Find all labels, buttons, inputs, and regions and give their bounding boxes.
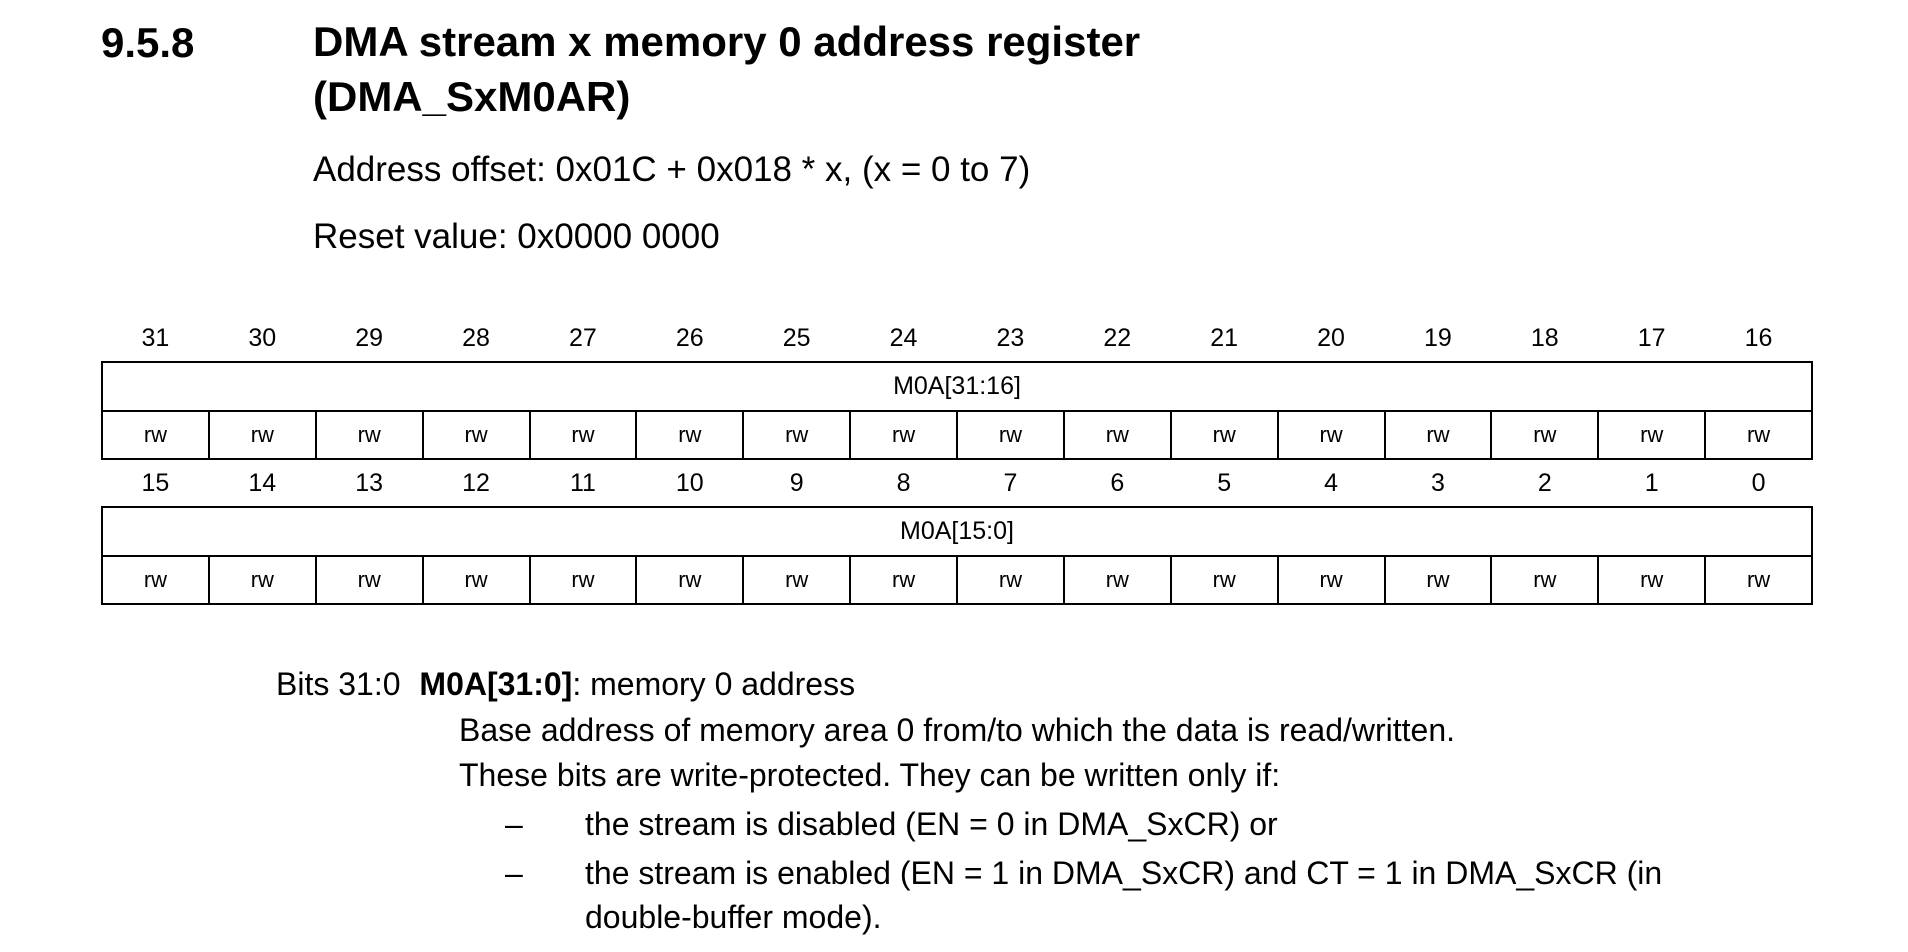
access-cell: rw <box>207 555 317 605</box>
bit-number: 3 <box>1430 469 1445 497</box>
bit-number-row-upper: 31 30 29 28 27 26 25 24 23 22 21 20 19 18 17 16 <box>102 315 1812 362</box>
bit-number: 31 <box>141 323 170 352</box>
bit-number: 11 <box>569 469 596 497</box>
access-cell: rw <box>849 410 958 460</box>
description-line-2: These bits are write-protected. They can… <box>459 757 1281 793</box>
address-offset: Address offset: 0x01C + 0x018 * x, (x = … <box>313 150 1031 189</box>
section-title-line-1: DMA stream x memory 0 address register <box>313 18 1141 65</box>
bit-number: 27 <box>569 323 597 352</box>
bullet-text-1: the stream is disabled (EN = 0 in DMA_Sx… <box>585 806 1278 842</box>
access-cell: rw <box>956 555 1065 605</box>
bit-number: 23 <box>996 323 1025 352</box>
bit-number: 10 <box>675 469 704 497</box>
field-cell-m0a-15-0: M0A[15:0] <box>101 506 1813 557</box>
bullet-dash-2: – <box>505 855 523 891</box>
register-table-upper: 31 30 29 28 27 26 25 24 23 22 21 20 19 18 17 16 M0A[31:… <box>101 315 1813 460</box>
field-row-lower: M0A[15:0] <box>101 506 1813 557</box>
bit-number: 6 <box>1110 469 1125 497</box>
bit-number: 28 <box>462 323 490 352</box>
access-cell: rw <box>1490 410 1600 460</box>
access-cell: rw <box>101 555 210 605</box>
bit-number: 15 <box>141 469 170 497</box>
bit-number: 1 <box>1644 469 1659 497</box>
access-cell: rw <box>314 555 424 605</box>
field-description: : memory 0 address <box>572 666 856 702</box>
access-cell: rw <box>528 555 638 605</box>
access-cell: rw <box>1704 410 1813 460</box>
bit-number: 0 <box>1751 469 1766 497</box>
description-line-1: Base address of memory area 0 from/to wh… <box>459 712 1456 748</box>
section-title: DMA stream x memory 0 address register (… <box>313 14 1140 124</box>
access-cell: rw <box>207 410 317 460</box>
access-cell: rw <box>849 555 958 605</box>
access-cell: rw <box>101 410 210 460</box>
access-cell: rw <box>635 555 745 605</box>
access-cell: rw <box>1169 410 1279 460</box>
bit-number: 16 <box>1744 323 1773 352</box>
bit-number: 17 <box>1637 323 1666 352</box>
access-cell: rw <box>1169 555 1279 605</box>
field-cell-m0a-31-16: M0A[31:16] <box>101 361 1813 412</box>
bits-range: Bits 31:0 <box>276 666 401 702</box>
access-cell: rw <box>1383 555 1493 605</box>
access-cell: rw <box>956 410 1065 460</box>
access-cell: rw <box>742 410 852 460</box>
bit-number: 13 <box>355 469 384 497</box>
bit-number: 2 <box>1537 469 1552 497</box>
access-cell: rw <box>1276 410 1386 460</box>
access-cell: rw <box>1490 555 1600 605</box>
bit-number: 18 <box>1530 323 1559 352</box>
bit-number: 8 <box>896 469 911 497</box>
access-cell: rw <box>1383 410 1493 460</box>
bit-number: 30 <box>248 323 277 352</box>
field-row-upper: M0A[31:16] <box>101 361 1813 412</box>
access-cell: rw <box>1704 555 1813 605</box>
bullet-dash-1: – <box>505 806 523 842</box>
bit-number: 20 <box>1317 323 1345 352</box>
bit-number: 25 <box>782 323 811 352</box>
access-cell: rw <box>635 410 745 460</box>
bit-number: 19 <box>1424 323 1452 352</box>
bit-number: 7 <box>1003 469 1018 497</box>
reset-value: Reset value: 0x0000 0000 <box>313 217 720 256</box>
bit-number: 21 <box>1210 323 1239 352</box>
section-number: 9.5.8 <box>101 19 195 66</box>
bits-description-heading: Bits 31:0 M0A[31:0]: memory 0 address <box>276 662 855 706</box>
bullet-text-2: the stream is enabled (EN = 1 in DMA_SxC… <box>585 855 1663 935</box>
access-cell: rw <box>314 410 424 460</box>
access-cell: rw <box>742 555 852 605</box>
bit-number: 4 <box>1324 469 1339 497</box>
access-cell: rw <box>1062 555 1172 605</box>
bit-number: 26 <box>675 323 704 352</box>
access-cell: rw <box>1276 555 1386 605</box>
field-name: M0A[31:0] <box>419 666 573 702</box>
access-cell: rw <box>1597 555 1707 605</box>
access-cell: rw <box>528 410 638 460</box>
bit-number: 5 <box>1217 469 1232 497</box>
bit-number: 24 <box>889 323 918 352</box>
bit-number: 29 <box>355 323 384 352</box>
access-cell: rw <box>1597 410 1707 460</box>
bit-number: 14 <box>248 469 277 497</box>
access-cell: rw <box>421 410 531 460</box>
access-cell: rw <box>421 555 531 605</box>
section-title-line-2: (DMA_SxM0AR) <box>313 73 631 120</box>
bit-number: 9 <box>789 469 804 497</box>
bit-number: 22 <box>1103 323 1132 352</box>
bit-number: 12 <box>462 469 490 497</box>
access-cell: rw <box>1062 410 1172 460</box>
